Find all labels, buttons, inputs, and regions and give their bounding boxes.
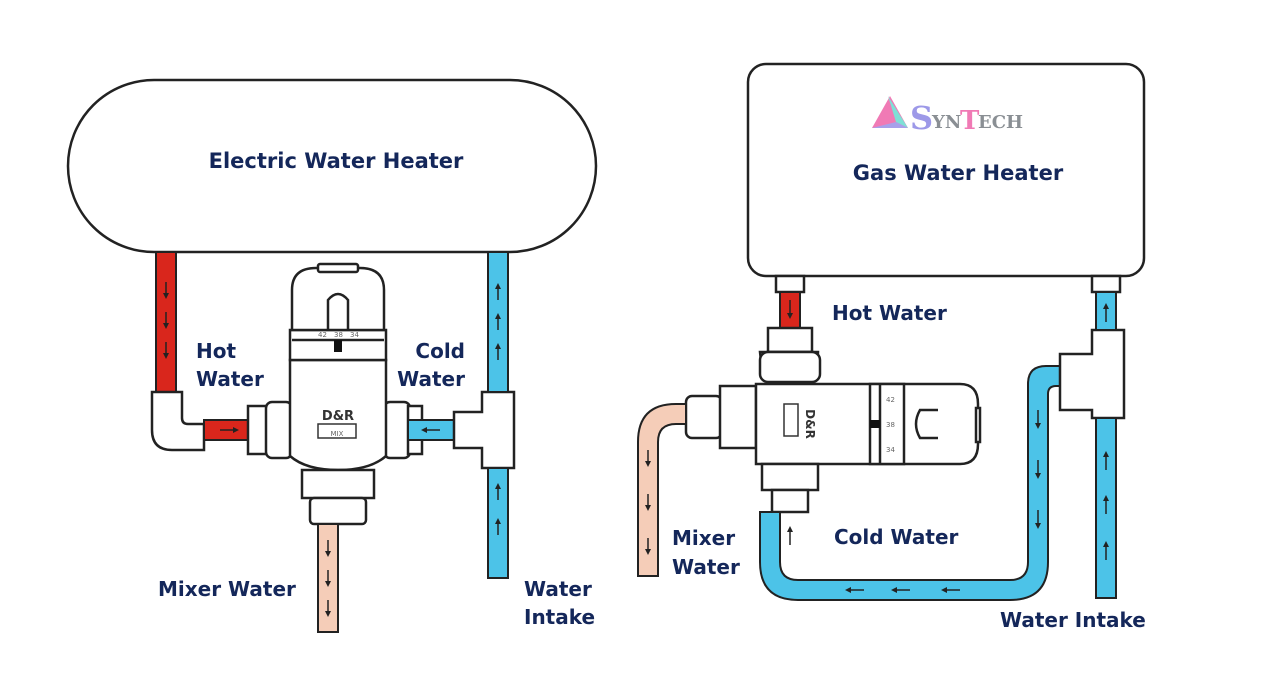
cold-water-label-right: Cold Water — [834, 525, 959, 549]
valve-mix-mark: MIX — [331, 430, 344, 438]
cold-water-label-left-1: Cold — [415, 339, 465, 363]
gas-water-heater-diagram: Gas Water Heater S YN T ECH 42 38 — [637, 62, 1146, 632]
syntech-watermark: S YN T ECH — [872, 96, 1023, 137]
hot-water-label-right: Hot Water — [832, 301, 947, 325]
electric-heater-tank — [66, 78, 598, 254]
water-intake-label-left-2: Intake — [524, 605, 595, 629]
scale-mark-38-right: 38 — [886, 421, 895, 429]
cold-tee-fitting-right — [1058, 328, 1126, 420]
valve-brand-right: D&R — [803, 409, 817, 439]
cold-tee-fitting-left — [452, 390, 516, 470]
hot-elbow-fitting — [150, 390, 206, 452]
gas-heater-box — [746, 62, 1146, 278]
scale-mark-42-right: 42 — [886, 396, 895, 404]
water-intake-label-right: Water Intake — [1000, 608, 1146, 632]
cold-pipe-loop-right — [759, 365, 1067, 601]
scale-mark-38: 38 — [334, 331, 343, 339]
scale-mark-34: 34 — [350, 331, 359, 339]
water-intake-label-left-1: Water — [524, 577, 592, 601]
watermark-t: T — [960, 106, 980, 136]
hot-water-label-left-2: Water — [196, 367, 264, 391]
mixer-water-label-left: Mixer Water — [158, 577, 296, 601]
watermark-ech: ECH — [978, 112, 1023, 133]
scale-mark-42: 42 — [318, 331, 327, 339]
cold-water-label-left-2: Water — [397, 367, 465, 391]
mixer-pipe-right — [637, 403, 687, 577]
gas-heater-label: Gas Water Heater — [853, 161, 1064, 185]
mixer-water-label-right-2: Water — [672, 555, 740, 579]
scale-mark-34-right: 34 — [886, 446, 895, 454]
hot-water-label-left-1: Hot — [196, 339, 236, 363]
watermark-yn: YN — [931, 112, 961, 133]
watermark-s: S — [910, 99, 933, 137]
electric-water-heater-diagram: Electric Water Heater 42 38 — [66, 78, 598, 633]
valve-brand-left: D&R — [322, 409, 354, 424]
mixer-water-label-right-1: Mixer — [672, 526, 735, 550]
mixing-valve-right: 42 38 34 D&R — [684, 350, 982, 514]
electric-heater-label: Electric Water Heater — [209, 149, 464, 173]
mixing-valve-left: 42 38 34 D&R MIX — [246, 262, 424, 526]
